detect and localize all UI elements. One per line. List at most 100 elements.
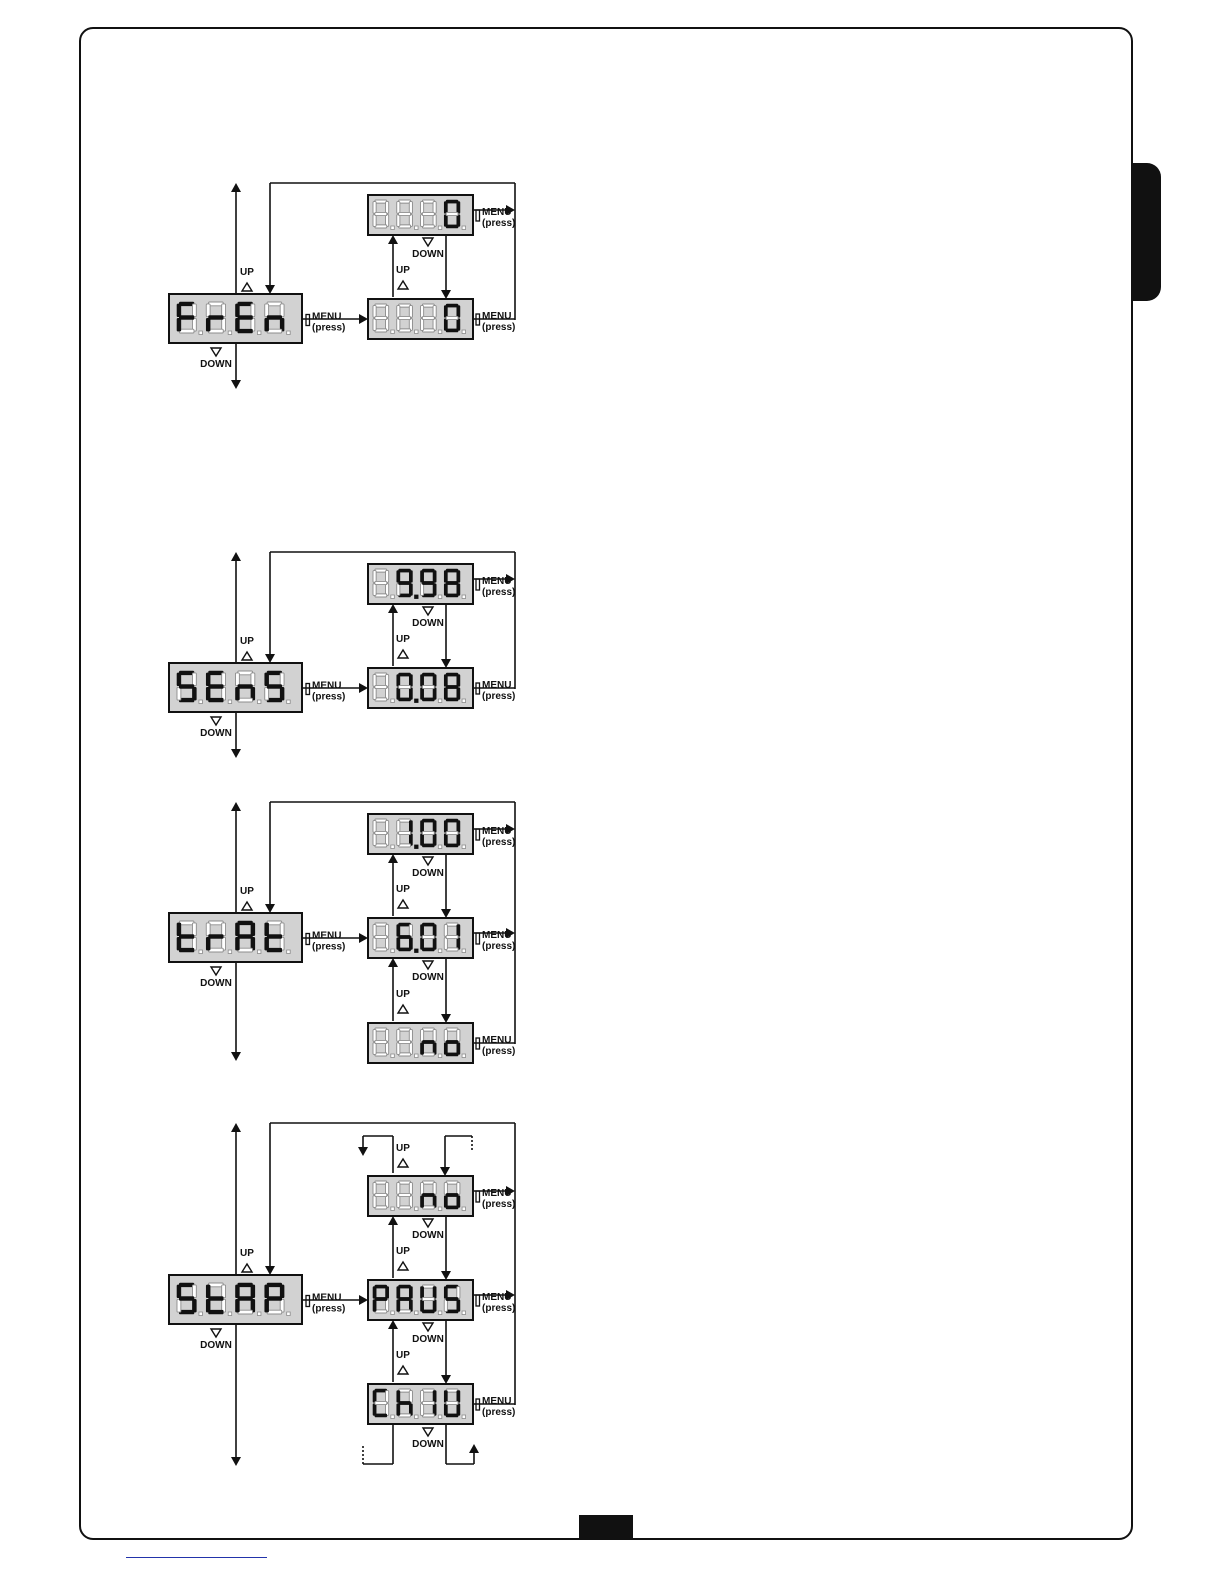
- segment: [372, 674, 377, 687]
- segment: [374, 1180, 388, 1185]
- side-tab-marker: [1133, 163, 1161, 301]
- segment: [266, 920, 283, 926]
- segment: [420, 1029, 425, 1042]
- segment: [443, 937, 448, 950]
- segment: [398, 1297, 411, 1301]
- segment: [456, 583, 461, 596]
- segment: [398, 581, 411, 585]
- value-display-stop-0: no: [367, 1175, 474, 1217]
- segment: [205, 317, 211, 332]
- segment: [443, 1299, 448, 1312]
- segment: [398, 199, 411, 204]
- segment: [205, 672, 211, 687]
- segment: [205, 922, 211, 937]
- segment: [178, 920, 195, 926]
- down-label: DOWN: [412, 972, 444, 983]
- segment: [422, 697, 435, 702]
- segment: [279, 303, 285, 318]
- segment: [456, 1195, 461, 1208]
- segment: [208, 1282, 224, 1288]
- segment: [208, 697, 224, 703]
- segment: [250, 1284, 256, 1299]
- segment: [445, 303, 459, 308]
- decimal-point: [390, 1053, 395, 1058]
- segment: [374, 818, 388, 823]
- segment: [445, 672, 459, 677]
- segment: [420, 1182, 425, 1195]
- segment: [443, 318, 448, 331]
- arrowhead-icon: [506, 1290, 515, 1300]
- segment: [372, 318, 377, 331]
- segment: [421, 1413, 435, 1418]
- segment: [237, 301, 253, 307]
- decimal-point: [437, 594, 443, 599]
- segment: [208, 670, 224, 676]
- segment: [205, 303, 211, 318]
- down-triangle-icon: [209, 716, 223, 727]
- segment: [420, 214, 425, 227]
- decimal-point: [198, 330, 203, 335]
- segment: [422, 1309, 435, 1314]
- segment: [266, 934, 283, 939]
- segment: [456, 1042, 461, 1055]
- press-label: (press): [482, 1046, 515, 1057]
- menu-button-icon: [475, 578, 481, 591]
- segment: [420, 305, 425, 318]
- down-triangle-icon: [421, 1427, 435, 1438]
- segment: [372, 201, 377, 214]
- segment: [445, 685, 459, 689]
- decimal-point: [257, 949, 262, 954]
- segment: [372, 924, 377, 937]
- up-triangle-icon: [396, 1003, 410, 1014]
- segment: [421, 1296, 435, 1302]
- segment: [432, 1286, 437, 1299]
- segment: [264, 936, 269, 951]
- segment: [250, 317, 256, 332]
- decimal-point: [414, 1053, 419, 1058]
- menu-label: MENU: [482, 826, 511, 837]
- segment: [374, 1297, 388, 1301]
- segment: [385, 1029, 390, 1042]
- arrowhead-icon: [441, 1375, 451, 1384]
- segment: [179, 684, 195, 689]
- value-display-sens-1: 0.08: [367, 667, 474, 709]
- press-label: (press): [482, 1199, 515, 1210]
- segment: [398, 1192, 411, 1198]
- segment: [432, 820, 437, 833]
- menu-label: MENU: [482, 1188, 511, 1199]
- decimal-point: [461, 225, 466, 230]
- segment: [445, 1052, 459, 1057]
- segment: [396, 570, 401, 583]
- decimal-point: [461, 844, 466, 849]
- page-number-box: [579, 1515, 633, 1539]
- segment: [443, 1390, 448, 1403]
- segment: [374, 1192, 388, 1198]
- segment: [432, 201, 437, 214]
- segment: [279, 1284, 285, 1299]
- decimal-point: [227, 949, 233, 954]
- segment: [374, 568, 388, 573]
- segment: [179, 934, 195, 939]
- segment: [266, 947, 283, 953]
- decimal-point: [437, 844, 443, 849]
- arrowhead-icon: [359, 683, 368, 693]
- segment: [266, 315, 283, 320]
- segment: [237, 684, 253, 689]
- segment: [422, 581, 435, 585]
- segment: [208, 947, 224, 953]
- segment: [445, 1400, 459, 1406]
- decimal-point: [286, 949, 291, 954]
- segment: [445, 328, 459, 333]
- decimal-point: [286, 330, 291, 335]
- segment: [398, 684, 411, 690]
- down-triangle-icon: [421, 606, 435, 617]
- segment: [421, 224, 435, 229]
- segment: [421, 1388, 435, 1393]
- arrowhead-icon: [506, 824, 515, 834]
- segment: [374, 1388, 388, 1393]
- segment: [398, 211, 411, 217]
- down-label: DOWN: [412, 1439, 444, 1450]
- segment: [443, 674, 448, 687]
- decimal-point: [227, 1311, 233, 1316]
- arrowhead-icon: [441, 290, 451, 299]
